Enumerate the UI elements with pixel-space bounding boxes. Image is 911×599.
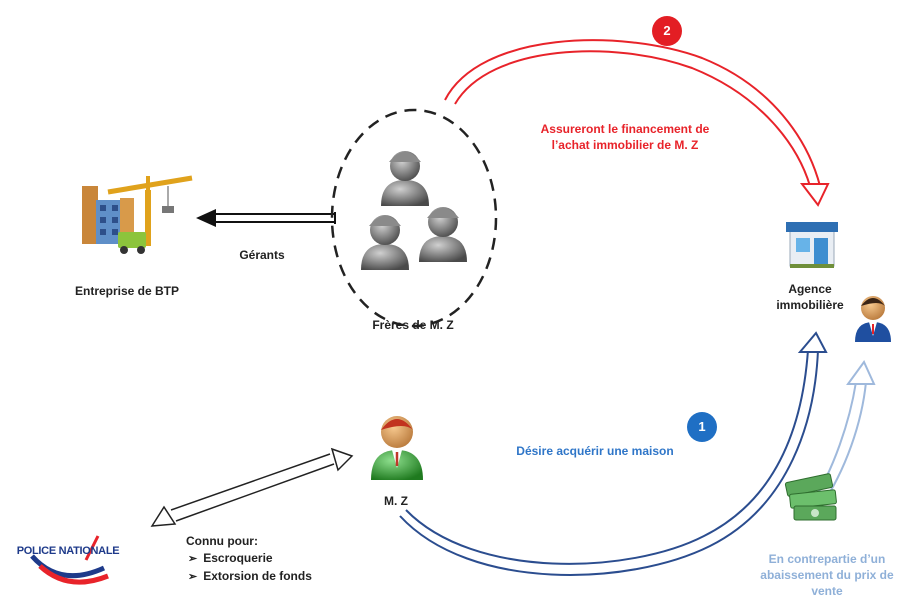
contrepartie-label-1: En contrepartie d’un <box>768 552 886 566</box>
construction-site-icon <box>82 175 193 254</box>
arrow-financement <box>444 39 830 207</box>
contrepartie-label-2: abaissement du prix de <box>760 568 894 582</box>
arrow-desire <box>399 331 828 576</box>
money-stack-icon <box>784 473 837 521</box>
agent-person-icon <box>855 296 891 342</box>
entreprise-label: Entreprise de BTP <box>74 284 180 298</box>
known-for-item: Escroquerie <box>188 550 312 568</box>
known-for-item: Extorsion de fonds <box>188 568 312 586</box>
agence-label-2: immobilière <box>776 298 844 312</box>
person-icon <box>371 416 423 480</box>
known-for-title: Connu pour: <box>186 534 258 548</box>
gerants-label: Gérants <box>239 248 285 262</box>
police-label: POLICE NATIONALE <box>16 545 120 557</box>
police-logo <box>30 535 109 585</box>
desire-label: Désire acquérir une maison <box>516 444 674 458</box>
brothers-dashed-circle <box>330 108 498 328</box>
freres-label: Frères de M. Z <box>372 318 454 332</box>
known-for-box: Connu pour: Escroquerie Extorsion de fon… <box>186 533 312 586</box>
arrow-police-mz <box>150 447 354 527</box>
worker-group-icon <box>361 151 467 270</box>
arrow-gerants <box>196 209 336 227</box>
step-badge-2: 2 <box>652 16 682 46</box>
store-building-icon <box>786 222 838 268</box>
agence-label-1: Agence <box>788 282 832 296</box>
financement-label-2: l’achat immobilier de M. Z <box>551 138 699 152</box>
step-badge-1: 1 <box>687 412 717 442</box>
financement-label-1: Assureront le financement de <box>540 122 710 136</box>
contrepartie-label-3: vente <box>811 584 843 598</box>
mz-label: M. Z <box>384 494 408 508</box>
